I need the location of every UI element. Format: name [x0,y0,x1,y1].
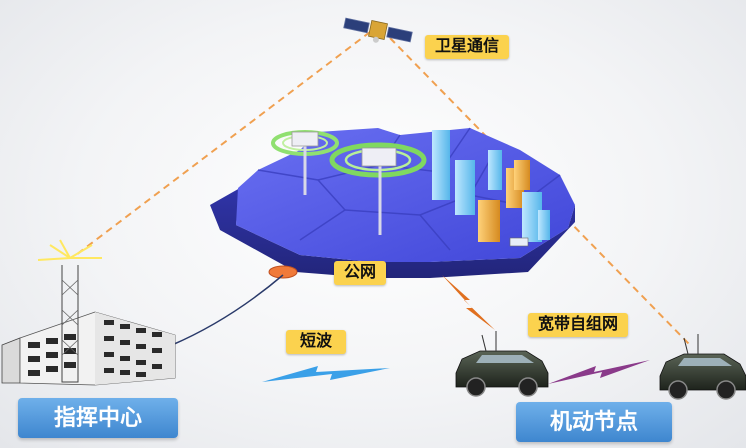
public-network-bolt [442,275,495,330]
cell-tower-2 [329,142,427,235]
antenna-icon [37,239,102,261]
adhoc-bolt [548,360,650,384]
public-network-label: 公网 [334,261,387,285]
shortwave-bolt [262,366,390,382]
car-icon [455,331,746,400]
wired-link [171,274,284,346]
command-center-building [1,239,176,386]
broadband-adhoc-label: 宽带自组网 [528,313,629,337]
link-satellite-command [71,31,371,259]
satellite-links [71,31,691,346]
access-node [268,265,298,279]
mobile-node-banner: 机动节点 [516,402,672,442]
cell-tower-1 [271,130,339,195]
shortwave-label: 短波 [286,330,347,354]
city-icon [432,130,550,247]
satellite-label: 卫星通信 [425,35,510,59]
command-center-banner: 指挥中心 [18,398,178,438]
satellite-icon [343,17,413,43]
